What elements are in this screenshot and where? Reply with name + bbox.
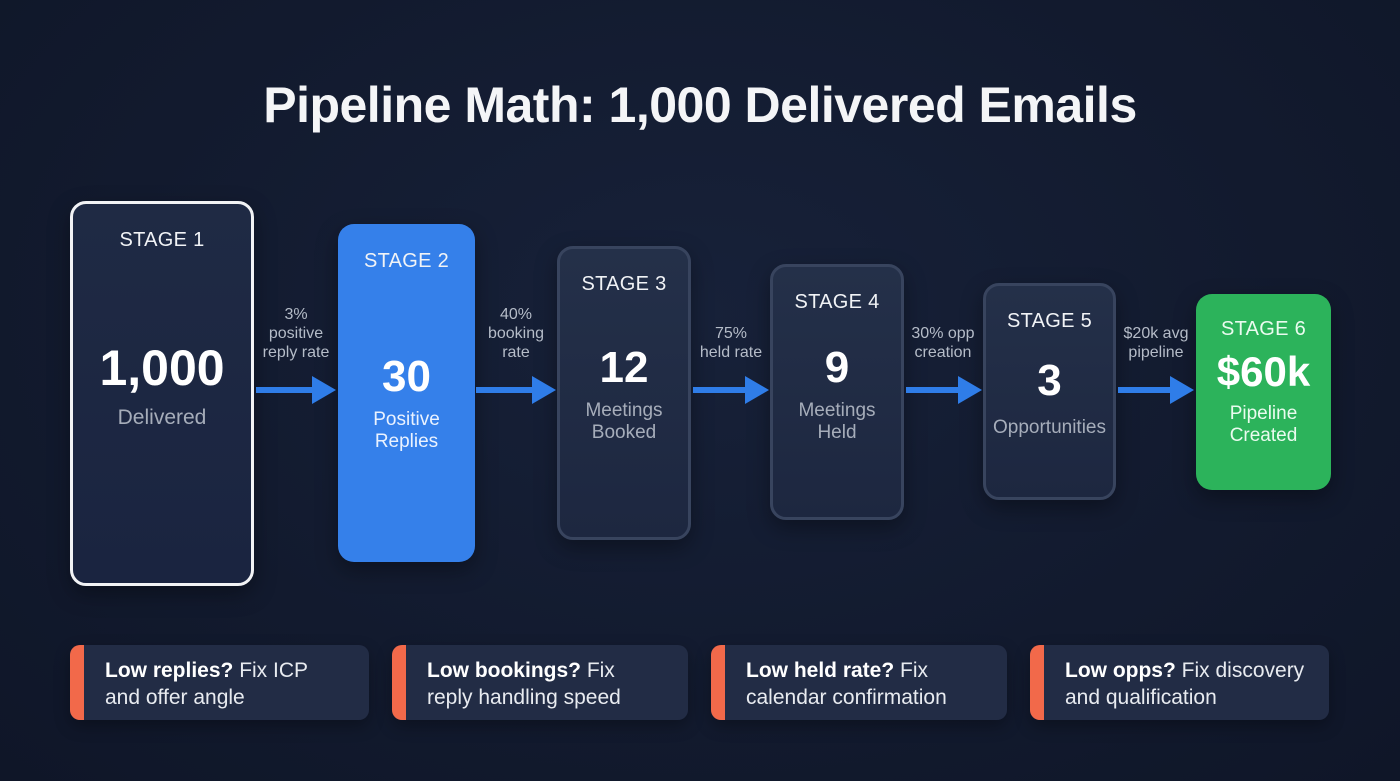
callout-low-replies: Low replies? Fix ICP and offer angle xyxy=(70,645,369,720)
stage-value: 1,000 xyxy=(99,340,225,396)
callout-bold: Low bookings? xyxy=(427,659,581,682)
stage-value: 12 xyxy=(599,343,649,392)
stage-value: 3 xyxy=(1037,356,1062,405)
callout-line2: calendar confirmation xyxy=(746,686,947,709)
stage-desc-line: Booked xyxy=(591,422,657,443)
callout-line2: reply handling speed xyxy=(427,686,621,709)
callout-rest: Fix discovery xyxy=(1175,659,1305,682)
rate-text: pipeline xyxy=(1128,344,1184,361)
stage-label: STAGE 6 xyxy=(1220,318,1307,340)
stage-2-positive-replies: STAGE 2 30 Positive Replies xyxy=(338,224,475,562)
stage-label: STAGE 5 xyxy=(1006,310,1093,332)
stage-desc: Pipeline Created xyxy=(1230,403,1298,447)
callout-accent-bar xyxy=(711,645,725,720)
connector-label-4: 30% opp creation xyxy=(902,324,984,362)
rate-text: 3% xyxy=(284,306,308,323)
stage-label: STAGE 3 xyxy=(581,273,667,295)
stage-desc-line: Created xyxy=(1229,425,1298,446)
stage-value: 30 xyxy=(382,352,431,401)
arrow-right-icon xyxy=(256,376,336,404)
stage-value: $60k xyxy=(1216,348,1311,395)
rate-text: rate xyxy=(502,344,530,361)
stage-label: STAGE 1 xyxy=(119,229,205,251)
stage-desc: Opportunities xyxy=(993,417,1106,439)
callout-rest: Fix xyxy=(894,659,929,682)
stage-value: 9 xyxy=(824,343,850,392)
stage-desc: Delivered xyxy=(118,407,207,429)
stage-desc: Positive Replies xyxy=(373,409,440,453)
stage-desc-line: Pipeline xyxy=(1229,403,1298,424)
callout-accent-bar xyxy=(1030,645,1044,720)
stage-desc-line: Meetings xyxy=(585,400,663,421)
callout-low-opps: Low opps? Fix discovery and qualificatio… xyxy=(1030,645,1329,720)
callout-line2: and offer angle xyxy=(105,686,245,709)
rate-text: 30% opp xyxy=(911,325,975,342)
callout-text: Low bookings? Fix reply handling speed xyxy=(427,657,676,711)
connector-label-1: 3% positive reply rate xyxy=(256,305,336,362)
callout-rest: Fix ICP xyxy=(233,659,309,682)
stage-label: STAGE 4 xyxy=(794,291,880,313)
callout-bold: Low replies? xyxy=(105,659,234,682)
stage-desc-line: Held xyxy=(817,422,857,443)
stage-desc: Meetings Booked xyxy=(585,400,662,444)
arrow-right-icon xyxy=(693,376,769,404)
stage-desc-line: Opportunities xyxy=(992,417,1106,438)
stage-desc-line: Delivered xyxy=(117,406,207,429)
callout-text: Low replies? Fix ICP and offer angle xyxy=(105,657,357,711)
arrow-right-icon xyxy=(906,376,982,404)
callout-low-bookings: Low bookings? Fix reply handling speed xyxy=(392,645,688,720)
callout-low-held-rate: Low held rate? Fix calendar confirmation xyxy=(711,645,1007,720)
rate-text: 40% xyxy=(499,306,533,323)
page-title: Pipeline Math: 1,000 Delivered Emails xyxy=(263,77,1137,133)
rate-text: booking xyxy=(487,325,545,342)
callout-rest: Fix xyxy=(580,659,615,682)
rate-text: $20k avg xyxy=(1123,325,1189,342)
rate-text: 75% xyxy=(714,325,748,342)
rate-text: positive xyxy=(268,325,324,342)
stage-5-opportunities: STAGE 5 3 Opportunities xyxy=(983,283,1116,500)
rate-text: held rate xyxy=(699,344,763,361)
callout-bold: Low held rate? xyxy=(746,659,895,682)
connector-label-5: $20k avg pipeline xyxy=(1115,324,1197,362)
callout-accent-bar xyxy=(392,645,406,720)
stage-4-meetings-held: STAGE 4 9 Meetings Held xyxy=(770,264,904,520)
stage-label: STAGE 2 xyxy=(363,250,450,272)
connector-label-3: 75% held rate xyxy=(690,324,772,362)
rate-text: creation xyxy=(914,344,972,361)
callout-bold: Low opps? xyxy=(1065,659,1176,682)
callout-text: Low held rate? Fix calendar confirmation xyxy=(746,657,995,711)
connector-label-2: 40% booking rate xyxy=(476,305,556,362)
stage-desc-line: Meetings xyxy=(798,400,876,421)
rate-text: reply rate xyxy=(262,344,330,361)
stage-desc: Meetings Held xyxy=(798,400,875,444)
stage-3-meetings-booked: STAGE 3 12 Meetings Booked xyxy=(557,246,691,540)
stage-6-pipeline-created: STAGE 6 $60k Pipeline Created xyxy=(1196,294,1331,490)
callout-line2: and qualification xyxy=(1065,686,1217,709)
callout-text: Low opps? Fix discovery and qualificatio… xyxy=(1065,657,1317,711)
callout-accent-bar xyxy=(70,645,84,720)
arrow-right-icon xyxy=(1118,376,1194,404)
arrow-right-icon xyxy=(476,376,556,404)
stage-desc-line: Replies xyxy=(374,431,439,452)
stage-1-delivered: STAGE 1 1,000 Delivered xyxy=(70,201,254,586)
stage-desc-line: Positive xyxy=(373,409,440,430)
